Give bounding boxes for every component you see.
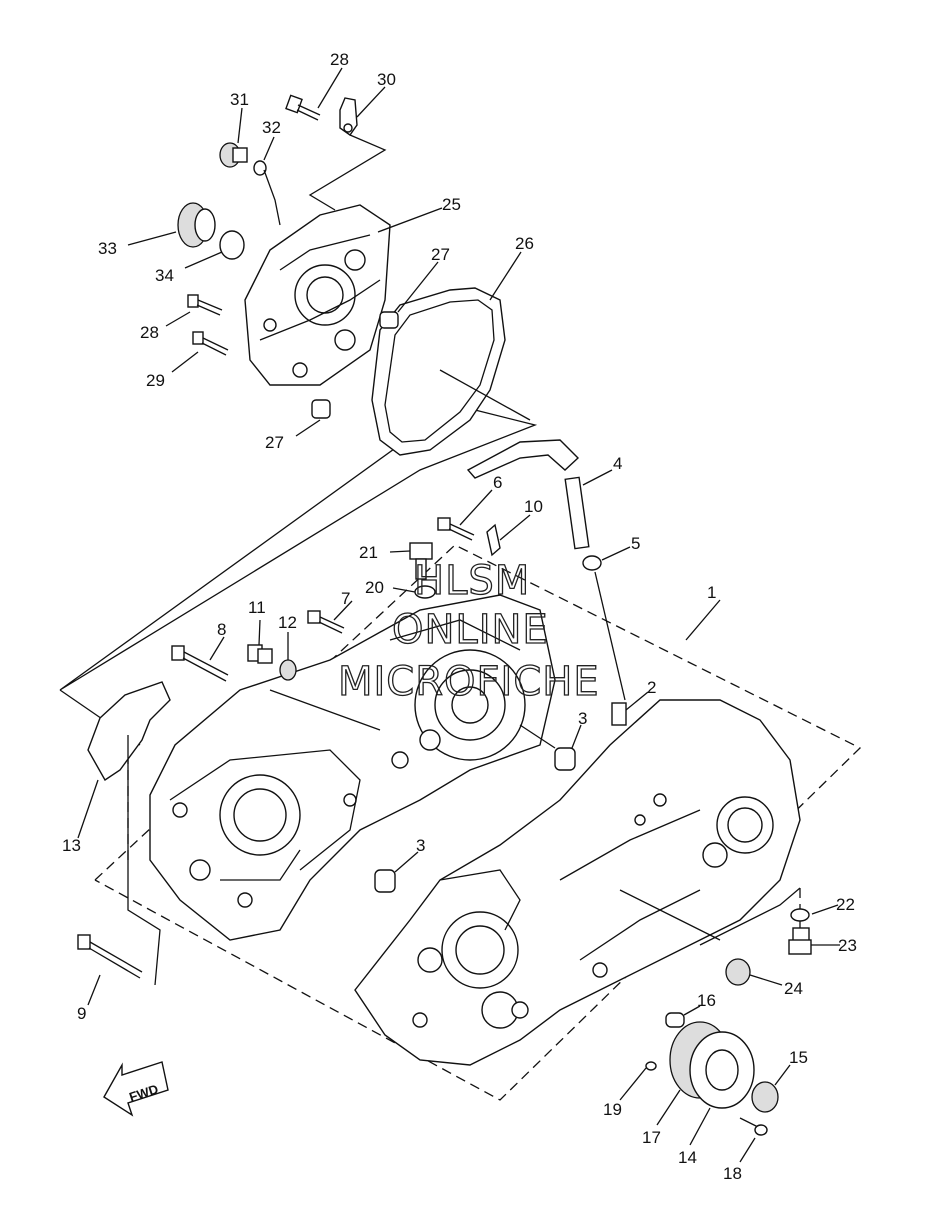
bolt-7 <box>307 610 345 634</box>
label-part-14: 14 <box>678 1148 697 1167</box>
crankcase-right-half <box>354 699 801 1066</box>
plug-23 <box>788 927 812 955</box>
watermark-line-1: HLSM <box>414 558 530 604</box>
dowel-pin-27-top <box>379 311 399 329</box>
watermark: HLSM ONLINE MICROFICHE <box>337 557 600 705</box>
label-part-3: 3 <box>578 709 587 728</box>
label-part-7: 7 <box>341 589 350 608</box>
label-part-30: 30 <box>377 70 396 89</box>
label-part-5: 5 <box>631 534 640 553</box>
clamp-10 <box>486 523 501 557</box>
label-part-15: 15 <box>789 1048 808 1067</box>
label-part-18: 18 <box>723 1164 742 1183</box>
label-part-34: 34 <box>155 266 174 285</box>
bolt-28-left <box>187 294 223 316</box>
label-part-29: 29 <box>146 371 165 390</box>
pin-19 <box>645 1061 657 1071</box>
watermark-line-2: ONLINE <box>392 607 549 653</box>
label-part-33: 33 <box>98 239 117 258</box>
label-part-28: 28 <box>330 50 349 69</box>
label-part-19: 19 <box>603 1100 622 1119</box>
breather-hose-4 <box>466 439 590 550</box>
label-part-1: 1 <box>707 583 716 602</box>
o-ring-32 <box>253 160 267 176</box>
o-ring-34 <box>219 230 245 260</box>
clamp-30 <box>339 97 358 136</box>
label-part-22: 22 <box>836 895 855 914</box>
label-part-10: 10 <box>524 497 543 516</box>
dowel-pin-3-top <box>554 747 576 771</box>
label-part-20: 20 <box>365 578 384 597</box>
label-part-11: 11 <box>248 598 266 617</box>
seal-24 <box>725 958 751 986</box>
fitting-2 <box>611 702 627 726</box>
screw-18 <box>739 1117 768 1136</box>
forward-direction-arrow: FWD <box>103 1061 169 1117</box>
watermark-line-3: MICROFICHE <box>338 659 600 705</box>
label-part-27: 27 <box>265 433 284 452</box>
bolt-9 <box>77 934 143 979</box>
label-part-25: 25 <box>442 195 461 214</box>
label-part-31: 31 <box>230 90 249 109</box>
clip-5 <box>582 555 602 571</box>
bearing-cover-17 <box>669 1021 755 1109</box>
plug-11 <box>247 644 273 664</box>
label-part-28: 28 <box>140 323 159 342</box>
plug-31 <box>219 142 248 168</box>
dowel-pin-27-bottom <box>311 399 331 419</box>
label-part-12: 12 <box>278 613 297 632</box>
part-number-labels: 1 2 3 3 4 5 6 7 8 9 10 11 12 13 14 15 16… <box>62 50 857 1183</box>
label-part-32: 32 <box>262 118 281 137</box>
label-part-27: 27 <box>431 245 450 264</box>
gasket-13 <box>87 681 171 781</box>
label-part-9: 9 <box>77 1004 86 1023</box>
seal-15 <box>751 1081 779 1113</box>
label-part-26: 26 <box>515 234 534 253</box>
crankcase-left-half <box>59 404 556 941</box>
leader-lines <box>77 67 840 1163</box>
bolt-8 <box>171 645 229 682</box>
pin-16 <box>665 1012 685 1028</box>
crankcase-cover <box>244 204 391 386</box>
label-part-3: 3 <box>416 836 425 855</box>
cover-gasket <box>371 287 506 456</box>
label-part-6: 6 <box>493 473 502 492</box>
bolt-6 <box>437 517 475 541</box>
bolt-28-top <box>285 94 321 121</box>
bolt-29 <box>192 331 229 356</box>
washer-22 <box>790 908 810 922</box>
oil-seal-33 <box>177 202 216 248</box>
label-part-4: 4 <box>613 454 622 473</box>
label-part-16: 16 <box>697 991 716 1010</box>
label-part-17: 17 <box>642 1128 661 1147</box>
label-part-24: 24 <box>784 979 803 998</box>
label-part-2: 2 <box>647 678 656 697</box>
label-part-13: 13 <box>62 836 81 855</box>
label-part-8: 8 <box>217 620 226 639</box>
label-part-23: 23 <box>838 936 857 955</box>
label-part-21: 21 <box>359 543 378 562</box>
washer-12 <box>279 659 297 681</box>
dowel-pin-3-bottom <box>374 869 396 893</box>
